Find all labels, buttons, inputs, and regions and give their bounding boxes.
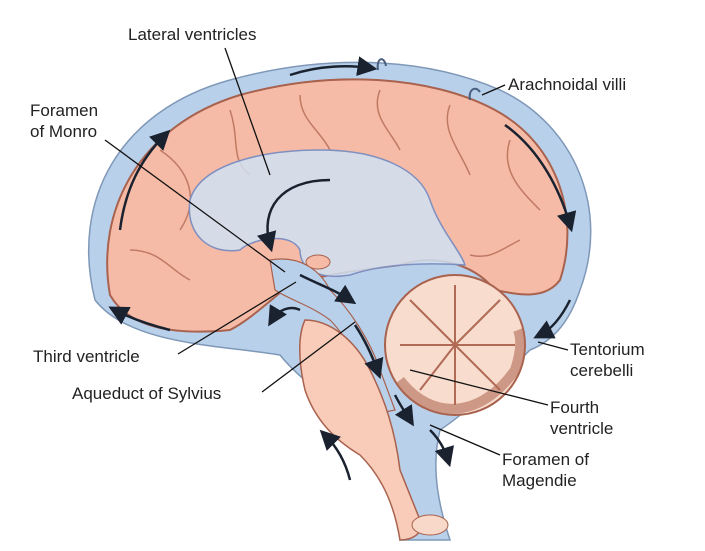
- label-foramen-of-monro: Foramen of Monro: [30, 100, 98, 142]
- leader-line: [261, 321, 356, 393]
- leader-line: [537, 341, 569, 351]
- leader-line: [177, 281, 297, 355]
- label-arachnoidal-villi: Arachnoidal villi: [508, 75, 627, 94]
- label-line: of Monro: [30, 122, 98, 141]
- label-line: Foramen: [30, 101, 99, 120]
- cerebellum-cortex: [396, 328, 526, 414]
- spinal-cord-cut: [411, 514, 449, 536]
- third-ventricle-region: [269, 258, 396, 413]
- leader-line: [409, 369, 549, 406]
- leader-line: [429, 424, 501, 456]
- label-fourth-ventricle: Fourth ventricle: [550, 397, 613, 439]
- leader-line: [104, 139, 286, 273]
- label-line: Foramen of: [502, 450, 589, 469]
- label-lateral-ventricles: Lateral ventricles: [128, 25, 257, 44]
- label-line: Fourth: [550, 398, 600, 417]
- leader-line: [224, 47, 271, 176]
- arachnoidal-villus: [376, 58, 387, 71]
- label-tentorium-cerebelli: Tentorium cerebelli: [570, 339, 645, 381]
- label-third-ventricle: Third ventricle: [33, 347, 140, 366]
- label-foramen-of-magendie: Foramen of Magendie: [502, 449, 589, 491]
- label-aqueduct-of-sylvius: Aqueduct of Sylvius: [72, 384, 222, 403]
- label-line: Magendie: [502, 471, 577, 490]
- label-line: Tentorium: [570, 340, 645, 359]
- arachnoidal-villus: [468, 87, 481, 101]
- label-line: ventricle: [550, 419, 614, 438]
- label-line: cerebelli: [570, 361, 634, 380]
- thalamus-mass: [305, 254, 331, 270]
- leader-line: [481, 84, 506, 96]
